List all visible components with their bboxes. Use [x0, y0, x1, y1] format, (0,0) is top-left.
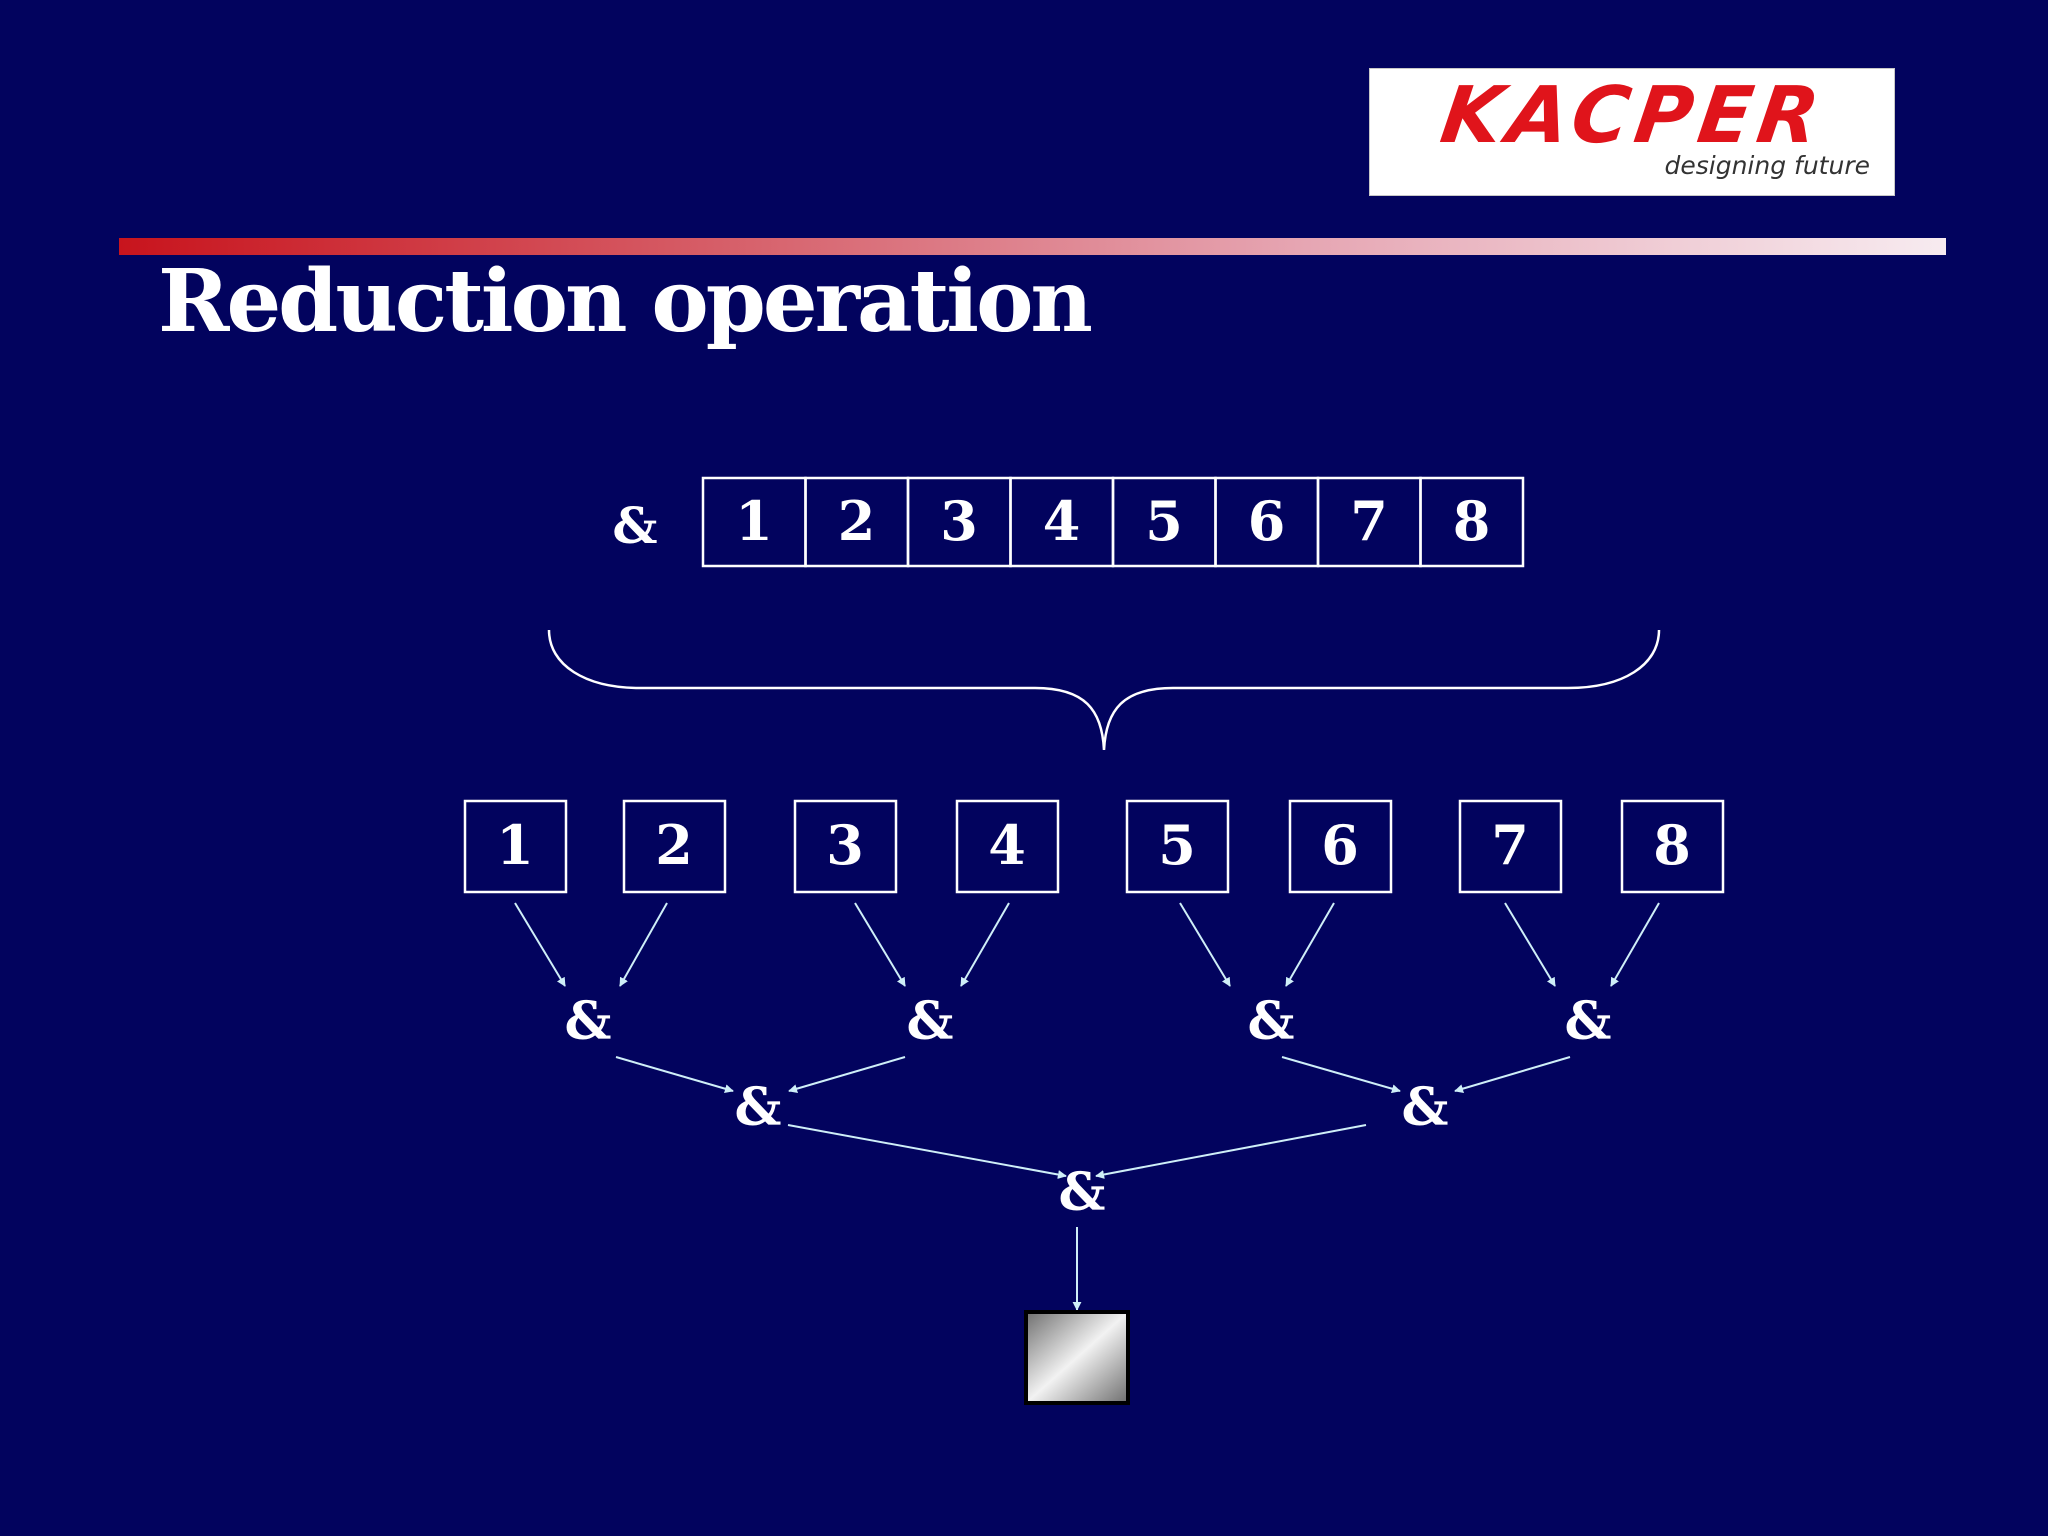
- reduction-arrow: [854, 902, 906, 987]
- and-node-level1: &: [1565, 991, 1612, 1052]
- pair-box: [1125, 799, 1230, 894]
- input-pairs: 1 2 3 4 5 6 7 8: [463, 799, 1725, 894]
- pair-box: [955, 799, 1060, 894]
- pair-box-value: 8: [1653, 813, 1691, 877]
- pair-box-value: 6: [1321, 813, 1359, 877]
- and-node-root: &: [1059, 1162, 1106, 1223]
- and-node-level1: &: [565, 991, 612, 1052]
- reduction-arrow: [1454, 1056, 1571, 1094]
- and-node-level2: &: [1402, 1077, 1449, 1138]
- pair-box: [1458, 799, 1563, 894]
- reduction-arrow: [787, 1124, 1067, 1179]
- vector-cell-value: 7: [1350, 489, 1388, 553]
- reduction-arrow: [619, 902, 668, 987]
- page-title: Reduction operation: [158, 251, 1093, 352]
- pair-box-value: 5: [1158, 813, 1196, 877]
- and-node-level1: &: [907, 991, 954, 1052]
- pair-box: [463, 799, 568, 894]
- pair-box: [793, 799, 898, 894]
- vector-cell-value: 2: [838, 489, 876, 553]
- and-node-level1: &: [1248, 991, 1295, 1052]
- vector-cell-value: 8: [1453, 489, 1491, 553]
- vector-cell-value: 5: [1145, 489, 1183, 553]
- vector-cell-value: 4: [1043, 489, 1081, 553]
- pair-box-value: 4: [988, 813, 1026, 877]
- reduction-arrow: [1281, 1056, 1401, 1094]
- result-box: [1024, 1310, 1130, 1405]
- pair-box-value: 2: [655, 813, 693, 877]
- pair-box: [622, 799, 727, 894]
- reduction-arrow: [514, 902, 566, 987]
- reduction-nodes: & & & & & & &: [565, 991, 1612, 1223]
- vector-cell-value: 6: [1248, 489, 1286, 553]
- pair-box: [1288, 799, 1393, 894]
- vector-operator: &: [612, 496, 657, 555]
- vector-cell: [1419, 476, 1525, 568]
- reduction-arrow: [1095, 1124, 1367, 1179]
- reduction-arrow: [1179, 902, 1231, 987]
- curly-brace: [547, 629, 1661, 751]
- kacper-logo: KACPER designing future: [1369, 68, 1895, 196]
- title-underline-bar: [119, 238, 1946, 255]
- logo-tagline: designing future: [1664, 151, 1871, 180]
- reduction-arrow: [1610, 902, 1660, 987]
- pair-box-value: 7: [1491, 813, 1529, 877]
- reduction-arrow: [1285, 902, 1335, 987]
- vector-cell-value: 1: [735, 489, 773, 553]
- reduction-arrows: [514, 902, 1660, 1311]
- reduction-arrow: [788, 1056, 906, 1094]
- pair-box: [1620, 799, 1725, 894]
- pair-box-value: 1: [496, 813, 534, 877]
- pair-box-value: 3: [826, 813, 864, 877]
- vector-cell-value: 3: [940, 489, 978, 553]
- reduction-arrow: [615, 1056, 734, 1094]
- and-node-level2: &: [735, 1077, 782, 1138]
- reduction-arrow: [1504, 902, 1556, 987]
- reduction-arrow: [960, 902, 1010, 987]
